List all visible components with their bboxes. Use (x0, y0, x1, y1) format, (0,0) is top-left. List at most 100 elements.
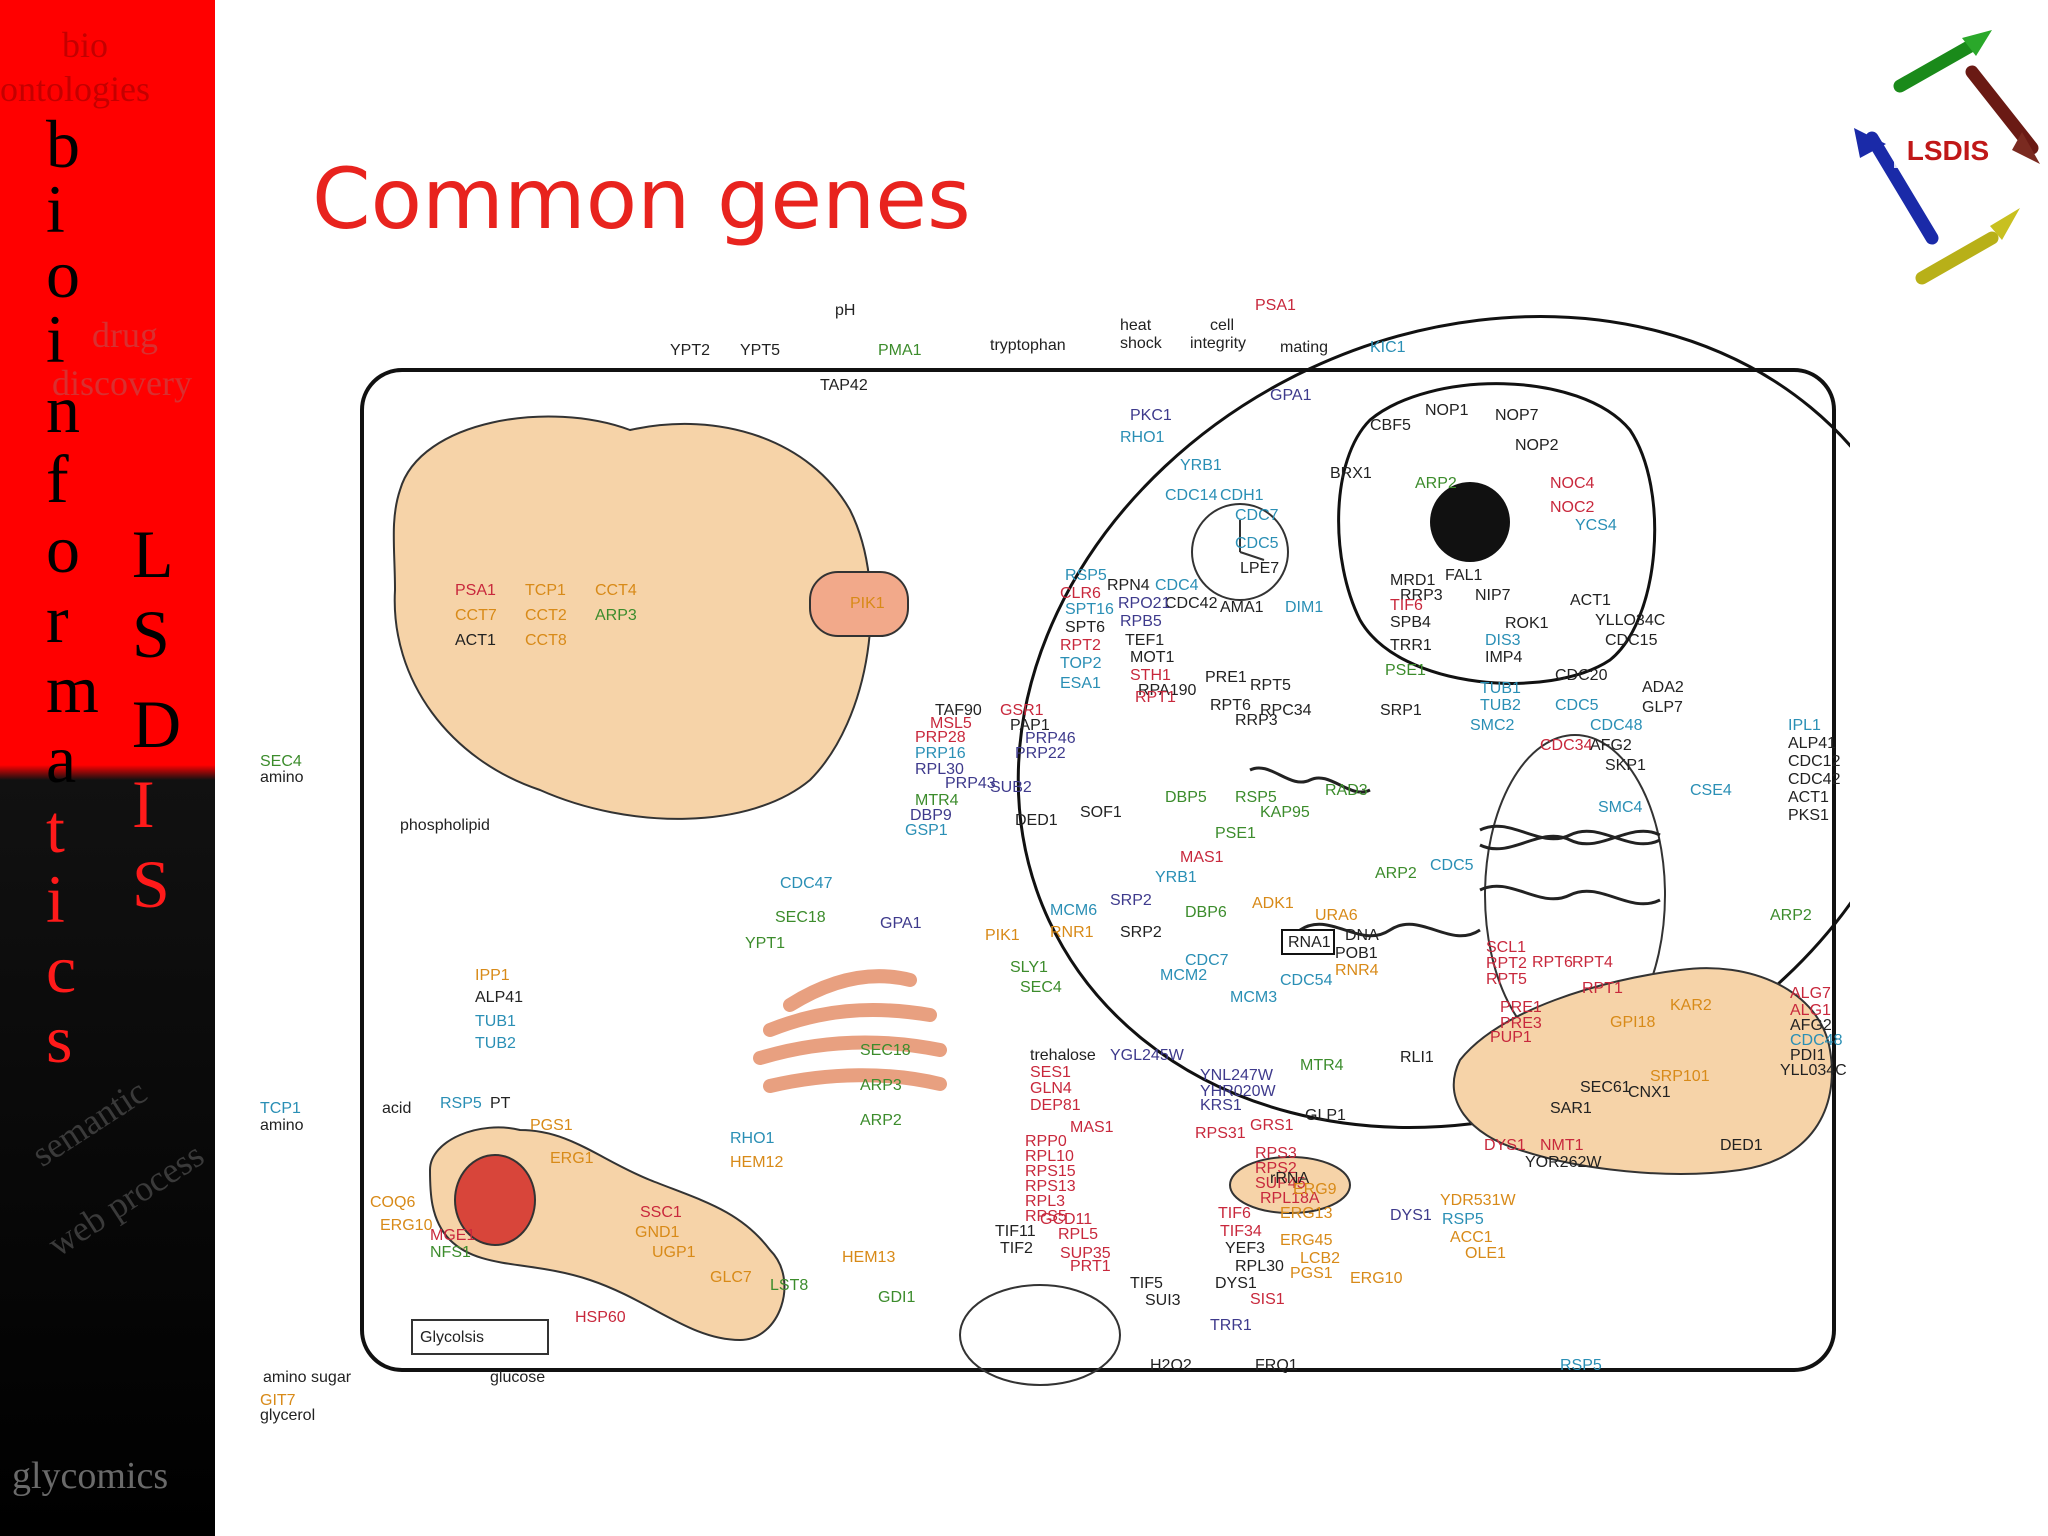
gene-label: NOP2 (1515, 437, 1559, 454)
gene-label: AFG2 (1590, 737, 1632, 754)
gene-label: TRR1 (1390, 637, 1432, 654)
gene-label: PMA1 (878, 342, 922, 359)
gene-label: TOP2 (1060, 655, 1102, 672)
gene-label: STH1 (1130, 667, 1171, 684)
gene-label: TIF6 (1390, 597, 1423, 614)
sidebar-word-letter: r (46, 581, 69, 657)
gene-label: SKP1 (1605, 757, 1646, 774)
sidebar-word-letter: t (46, 791, 65, 867)
gene-label: MRD1 (1390, 572, 1435, 589)
gene-label: pH (835, 302, 855, 319)
gene-label: CDC5 (1430, 857, 1474, 874)
gene-label: ARP2 (1770, 907, 1812, 924)
sidebar-word-letter: o (46, 511, 80, 587)
gene-label: FRQ1 (1255, 1357, 1298, 1374)
gene-label: PSA1 (1255, 297, 1296, 314)
gene-label: IPP1 (475, 967, 510, 984)
gene-label: acid (382, 1100, 411, 1117)
gene-label: MAS1 (1180, 849, 1224, 866)
gene-label: ADK1 (1252, 895, 1294, 912)
gene-label: RSP5 (1442, 1211, 1484, 1228)
gene-label: MGE1 (430, 1227, 475, 1244)
gene-label: KIC1 (1370, 339, 1406, 356)
gene-label: ERG9 (1293, 1181, 1337, 1198)
gene-label: PSE1 (1215, 825, 1256, 842)
sidebar-ontologies-label: ontologies (0, 69, 150, 109)
gene-label: SOF1 (1080, 804, 1122, 821)
gene-label: PIK1 (985, 927, 1020, 944)
gene-label: DYS1 (1484, 1137, 1526, 1154)
gene-label: SPB4 (1390, 614, 1431, 631)
gene-label: RSP5 (1560, 1357, 1602, 1374)
dna-box (1281, 929, 1335, 955)
gene-label: UGP1 (652, 1244, 696, 1261)
gene-label: RPT5 (1486, 971, 1527, 988)
gene-label: KAR2 (1670, 997, 1712, 1014)
gene-label: DEP81 (1030, 1097, 1081, 1114)
dna-strand-1 (1249, 766, 1371, 794)
gene-label: LST8 (770, 1277, 808, 1294)
sidebar-discovery-label: discovery (52, 363, 192, 403)
sidebar-acronym-letter: S (132, 846, 170, 922)
gene-label: SRP1 (1380, 702, 1422, 719)
gene-label: LCB2 (1300, 1250, 1340, 1267)
gene-label: RPS31 (1195, 1125, 1246, 1142)
gene-label: phospholipid (400, 817, 490, 834)
gene-label: RPT2 (1060, 637, 1101, 654)
gene-label: GSR1 (1000, 702, 1044, 719)
gene-label: CSE4 (1690, 782, 1732, 799)
sidebar-acronym-letter: S (132, 596, 170, 672)
gene-label: RLI1 (1400, 1049, 1434, 1066)
page-title: Common genes (312, 150, 971, 248)
gene-label: SUB2 (990, 779, 1032, 796)
sidebar-semantic-label: semantic (24, 1071, 154, 1175)
gene-label: CDC12 (1788, 753, 1841, 770)
gene-label: ACT1 (455, 632, 496, 649)
gene-label: GSP1 (905, 822, 948, 839)
dna-strand-2 (1479, 824, 1661, 846)
gene-label: PRE3 (1500, 1015, 1542, 1032)
sidebar-word-letter: f (46, 441, 69, 517)
gene-label: TUB2 (475, 1035, 516, 1052)
gene-label: SCL1 (1486, 939, 1526, 956)
gene-label: RPT6 (1532, 954, 1573, 971)
gene-label: PRP22 (1015, 745, 1066, 762)
gene-label: RSP5 (440, 1095, 482, 1112)
gene-label: DYS1 (1215, 1275, 1257, 1292)
gene-label: SRP2 (1120, 924, 1162, 941)
gene-label: YPT5 (740, 342, 780, 359)
gene-label: CDC7 (1235, 507, 1279, 524)
gene-label: ALG7 (1790, 985, 1831, 1002)
gene-label: CDC5 (1555, 697, 1599, 714)
gene-label: PIK1 (850, 595, 885, 612)
gene-label: NOP7 (1495, 407, 1539, 424)
gene-label: RPA190 (1138, 682, 1197, 699)
gene-label: CDC48 (1790, 1032, 1843, 1049)
gene-label: HSP60 (575, 1309, 626, 1326)
gene-label: LPE7 (1240, 560, 1279, 577)
dna-strand-3 (1479, 829, 1661, 851)
sidebar-acronym-letter: L (132, 516, 174, 592)
gene-label: RNR1 (1050, 924, 1094, 941)
gene-label: RHO1 (1120, 429, 1165, 446)
gene-label: CLR6 (1060, 585, 1101, 602)
gene-label: GLC7 (710, 1269, 752, 1286)
gene-label: YOR262W (1525, 1154, 1602, 1171)
sidebar-word-letter: b (46, 106, 80, 182)
gene-label: RPL3 (1025, 1193, 1065, 1210)
peroxisome (959, 1284, 1121, 1386)
sidebar: bio ontologies drug discovery semantic w… (0, 0, 215, 1536)
gene-label: KAP95 (1260, 804, 1310, 821)
gene-label: OLE1 (1465, 1245, 1506, 1262)
sidebar-word-letter: o (46, 236, 80, 312)
gene-label: NOC2 (1550, 499, 1595, 516)
gene-label: RAD3 (1325, 782, 1368, 799)
gene-label: ERG10 (380, 1217, 433, 1234)
sidebar-acronym-letter: I (132, 766, 155, 842)
gene-label: CDH1 (1220, 487, 1264, 504)
gene-label: YNL247W (1200, 1067, 1274, 1084)
gene-label: PGS1 (530, 1117, 573, 1134)
gene-label: RPS13 (1025, 1178, 1076, 1195)
